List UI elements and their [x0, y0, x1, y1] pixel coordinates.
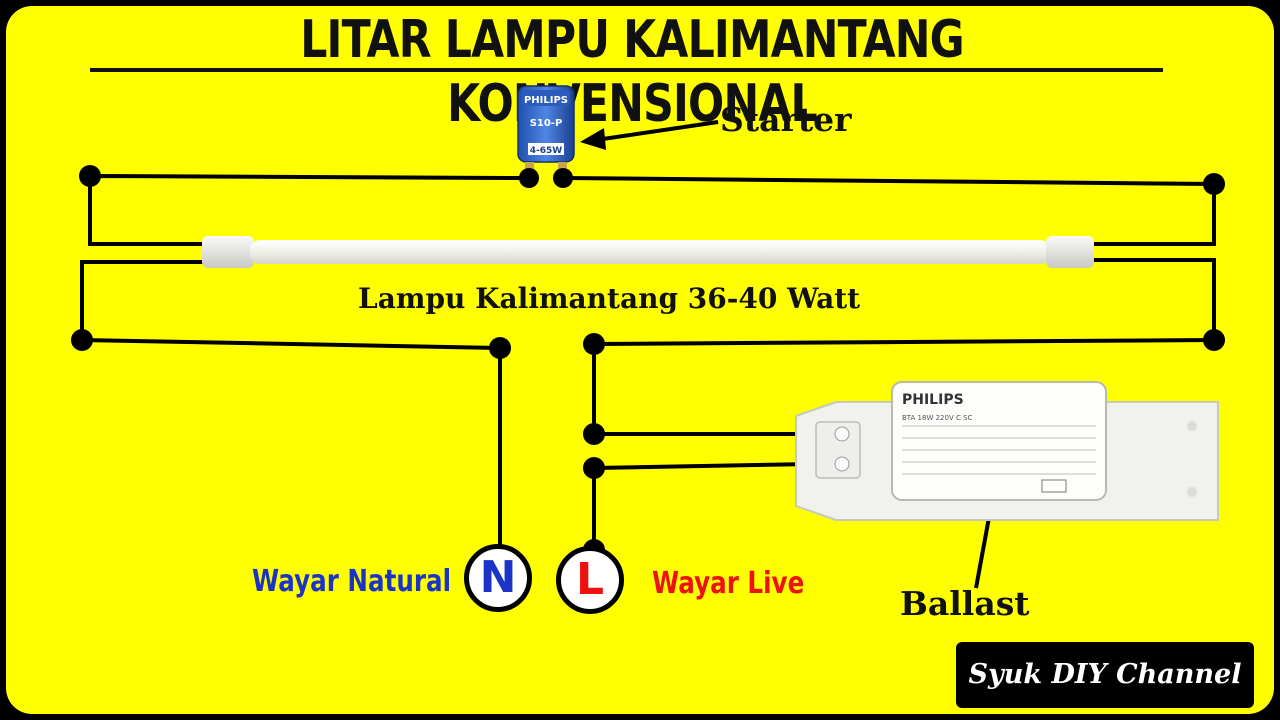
starter-model: S10-P	[530, 118, 563, 129]
wires	[80, 120, 1216, 589]
node-starter-pin-1	[519, 168, 539, 188]
ballast-device: PHILIPS BTA 18W 220V C SC	[795, 381, 1219, 521]
ballast-label: Ballast	[900, 584, 1030, 623]
ballast-brand: PHILIPS	[902, 392, 964, 408]
neutral-terminal: N	[464, 544, 532, 612]
wire-lamp-right-bottom	[593, 258, 1216, 346]
wayar-live-label: Wayar Live	[652, 566, 805, 601]
lamp-label: Lampu Kalimantang 36-40 Watt	[358, 282, 861, 315]
channel-badge: Syuk DIY Channel	[956, 642, 1254, 708]
node-top-left	[79, 165, 101, 187]
wire-ballast-in	[592, 344, 812, 436]
wiring-diagram: PHILIPS S10-P 4-65W PHILIPS BTA 18W 220V…	[71, 85, 1225, 589]
wire-lamp-left-bottom	[80, 260, 501, 350]
wire-ballast-out	[593, 462, 813, 470]
starter-arrow-line	[595, 120, 719, 142]
title-underline	[90, 68, 1163, 72]
starter-arrow-head	[580, 128, 606, 150]
ballast-arrow-line	[974, 511, 992, 589]
starter-brand: PHILIPS	[524, 95, 568, 106]
node-bottom-left	[71, 329, 93, 351]
live-terminal: L	[556, 546, 624, 614]
starter-label: Starter	[720, 100, 852, 139]
ballast-model: BTA 18W 220V C SC	[902, 414, 973, 422]
node-live-top	[583, 333, 605, 355]
starter-device: PHILIPS S10-P 4-65W	[517, 85, 575, 188]
fluorescent-tube	[202, 236, 1094, 268]
wayar-natural-label: Wayar Natural	[252, 564, 452, 599]
starter-rating: 4-65W	[530, 146, 563, 156]
wire-top-left	[88, 173, 522, 246]
wire-top-right	[562, 176, 1216, 246]
node-neutral-top	[489, 337, 511, 359]
node-ballast-in	[583, 423, 605, 445]
diagram-title: LITAR LAMPU KALIMANTANG KONVENSIONAL	[300, 10, 964, 134]
node-ballast-out	[583, 457, 605, 479]
node-bottom-right	[1203, 329, 1225, 351]
diagram-panel: LITAR LAMPU KALIMANTANG KONVENSIONAL	[6, 6, 1274, 714]
node-top-right	[1203, 173, 1225, 195]
node-starter-pin-2	[553, 168, 573, 188]
